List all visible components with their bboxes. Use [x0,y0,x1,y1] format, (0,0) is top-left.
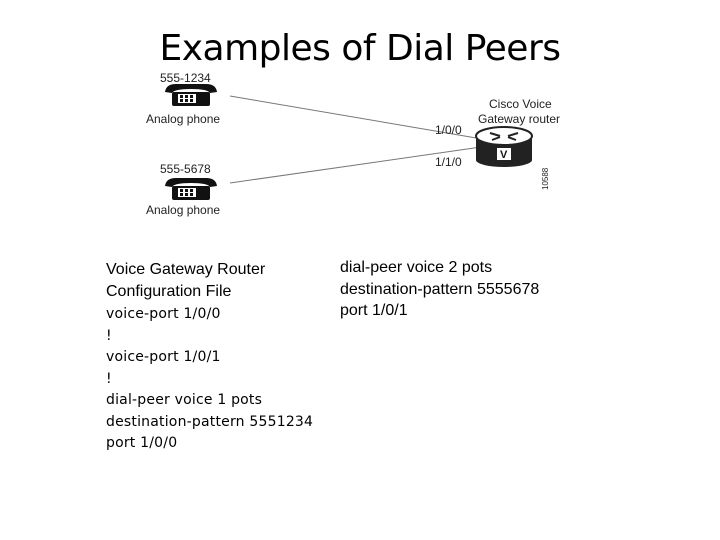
port-label-1: 1/0/0 [435,123,462,137]
dial-peer-2-config: dial-peer voice 2 pots destination-patte… [340,257,670,322]
slide-title: Examples of Dial Peers [159,28,561,69]
config-line: dial-peer voice 1 pots [106,392,263,408]
config-line: voice-port 1/0/1 [106,349,221,365]
config-heading-line2: Configuration File [106,283,232,300]
phone-1-label: Analog phone [146,112,220,126]
config-line: ! [106,370,112,387]
config-line: dial-peer voice 2 pots [340,259,493,276]
config-line: ! [106,327,112,344]
config-line: voice-port 1/0/0 [106,306,221,322]
router-label-line2: Gateway router [478,112,560,126]
figure-id: 10588 [541,167,550,190]
phone-2-number: 555-5678 [160,162,211,176]
connection-line-1 [229,95,489,141]
config-heading-line1: Voice Gateway Router [106,261,266,278]
analog-phone-1-icon [165,84,217,106]
phone-2-label: Analog phone [146,203,220,217]
router-config-file: Voice Gateway Router Configuration File … [106,259,346,455]
config-line: destination-pattern 5555678 [340,280,540,298]
config-line: port 1/0/0 [106,435,178,451]
analog-phone-2-icon [165,178,217,200]
router-badge: V [500,149,508,161]
phone-1-number: 555-1234 [160,71,211,85]
connection-line-2 [229,145,489,184]
config-code-block: voice-port 1/0/0 ! voice-port 1/0/1 ! di… [106,304,346,455]
router-label-line1: Cisco Voice [489,97,552,111]
voice-gateway-router-icon: V [475,126,533,167]
port-label-2: 1/1/0 [435,155,462,169]
config-line: port 1/0/1 [340,302,408,319]
config-line: destination-pattern 5551234 [106,413,314,430]
